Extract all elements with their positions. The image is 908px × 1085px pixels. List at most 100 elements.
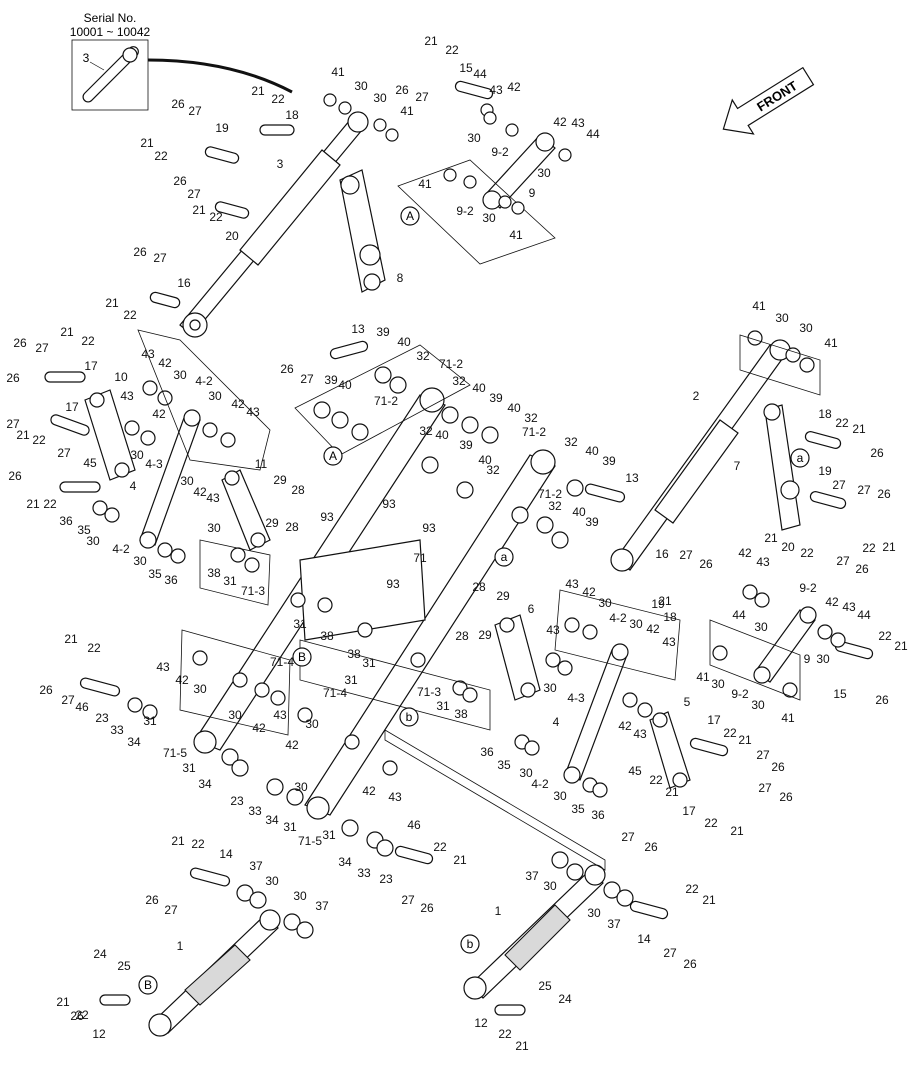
callout-42: 42 <box>362 784 376 798</box>
callout-29: 29 <box>265 516 279 530</box>
callout-24: 24 <box>93 947 107 961</box>
callout-43: 43 <box>571 116 585 130</box>
callout-29: 29 <box>478 628 492 642</box>
callout-30: 30 <box>173 368 187 382</box>
ref-marker-B: B <box>144 978 152 992</box>
callout-30: 30 <box>265 874 279 888</box>
callout-31: 31 <box>362 656 376 670</box>
callout-41: 41 <box>781 711 795 725</box>
callout-27: 27 <box>401 893 415 907</box>
callout-22: 22 <box>835 416 849 430</box>
callout-27: 27 <box>832 478 846 492</box>
callout-42: 42 <box>231 397 245 411</box>
rings <box>92 93 846 939</box>
callout-30: 30 <box>543 681 557 695</box>
ref-marker-circle <box>399 707 419 727</box>
callout-43: 43 <box>565 577 579 591</box>
callout-14: 14 <box>219 847 233 861</box>
callout-27: 27 <box>35 341 49 355</box>
callout-22: 22 <box>271 92 285 106</box>
callout-30: 30 <box>130 448 144 462</box>
callout-32: 32 <box>548 499 562 513</box>
callout-32: 32 <box>564 435 578 449</box>
callout-17: 17 <box>84 359 98 373</box>
callout-30: 30 <box>711 677 725 691</box>
callout-32: 32 <box>416 349 430 363</box>
ref-marker-a: a <box>797 451 804 465</box>
callout-12: 12 <box>474 1016 488 1030</box>
callout-26: 26 <box>8 469 22 483</box>
callout-30: 30 <box>180 474 194 488</box>
callout-27: 27 <box>621 830 635 844</box>
callout-43: 43 <box>662 635 676 649</box>
callout-24: 24 <box>558 992 572 1006</box>
callout-26: 26 <box>779 790 793 804</box>
callout-4-2: 4-2 <box>112 542 130 556</box>
callout-37: 37 <box>607 917 621 931</box>
callout-30: 30 <box>751 698 765 712</box>
callout-22: 22 <box>704 816 718 830</box>
callout-45: 45 <box>83 456 97 470</box>
callout-35: 35 <box>77 523 91 537</box>
serial-part-label: 3 <box>83 51 90 65</box>
callout-29: 29 <box>496 589 510 603</box>
callout-43: 43 <box>756 555 770 569</box>
callout-3: 3 <box>277 157 284 171</box>
callout-8: 8 <box>397 271 404 285</box>
callout-40: 40 <box>435 428 449 442</box>
ref-marker-circle <box>790 448 810 468</box>
callout-39: 39 <box>459 438 473 452</box>
callout-31: 31 <box>182 761 196 775</box>
link-7 <box>763 403 801 531</box>
callout-43: 43 <box>273 708 287 722</box>
callout-41: 41 <box>824 336 838 350</box>
callout-21: 21 <box>140 136 154 150</box>
callout-27: 27 <box>756 748 770 762</box>
callout-26: 26 <box>171 97 185 111</box>
callout-4-3: 4-3 <box>567 691 585 705</box>
callout-45: 45 <box>628 764 642 778</box>
callout-42: 42 <box>193 485 207 499</box>
ref-marker-a: a <box>501 550 508 564</box>
callout-9-2: 9-2 <box>491 145 509 159</box>
callout-38: 38 <box>207 566 221 580</box>
callout-21: 21 <box>56 995 70 1009</box>
callout-26: 26 <box>145 893 159 907</box>
callout-40: 40 <box>397 335 411 349</box>
serial-title: Serial No. <box>84 11 137 25</box>
callout-13: 13 <box>625 471 639 485</box>
callout-43: 43 <box>842 600 856 614</box>
callout-32: 32 <box>452 374 466 388</box>
callout-30: 30 <box>816 652 830 666</box>
callout-39: 39 <box>376 325 390 339</box>
callout-31: 31 <box>223 574 237 588</box>
callout-26: 26 <box>13 336 27 350</box>
callout-93: 93 <box>320 510 334 524</box>
callout-40: 40 <box>507 401 521 415</box>
callout-4: 4 <box>130 479 137 493</box>
callout-44: 44 <box>586 127 600 141</box>
callout-27: 27 <box>679 548 693 562</box>
callout-21: 21 <box>251 84 265 98</box>
front-arrow: FRONT <box>722 66 815 135</box>
callout-32: 32 <box>524 411 538 425</box>
callout-26: 26 <box>771 760 785 774</box>
callout-4-3: 4-3 <box>145 457 163 471</box>
callout-23: 23 <box>230 794 244 808</box>
callout-30: 30 <box>193 682 207 696</box>
callout-71-3: 71-3 <box>417 685 441 699</box>
pins <box>44 80 874 1016</box>
callout-26: 26 <box>173 174 187 188</box>
callout-42: 42 <box>158 356 172 370</box>
callout-30: 30 <box>537 166 551 180</box>
callout-28: 28 <box>455 629 469 643</box>
callout-42: 42 <box>285 738 299 752</box>
callout-30: 30 <box>799 321 813 335</box>
callout-27: 27 <box>153 251 167 265</box>
callout-21: 21 <box>26 497 40 511</box>
callout-40: 40 <box>572 505 586 519</box>
ref-marker-b: b <box>467 937 474 951</box>
callout-42: 42 <box>252 721 266 735</box>
